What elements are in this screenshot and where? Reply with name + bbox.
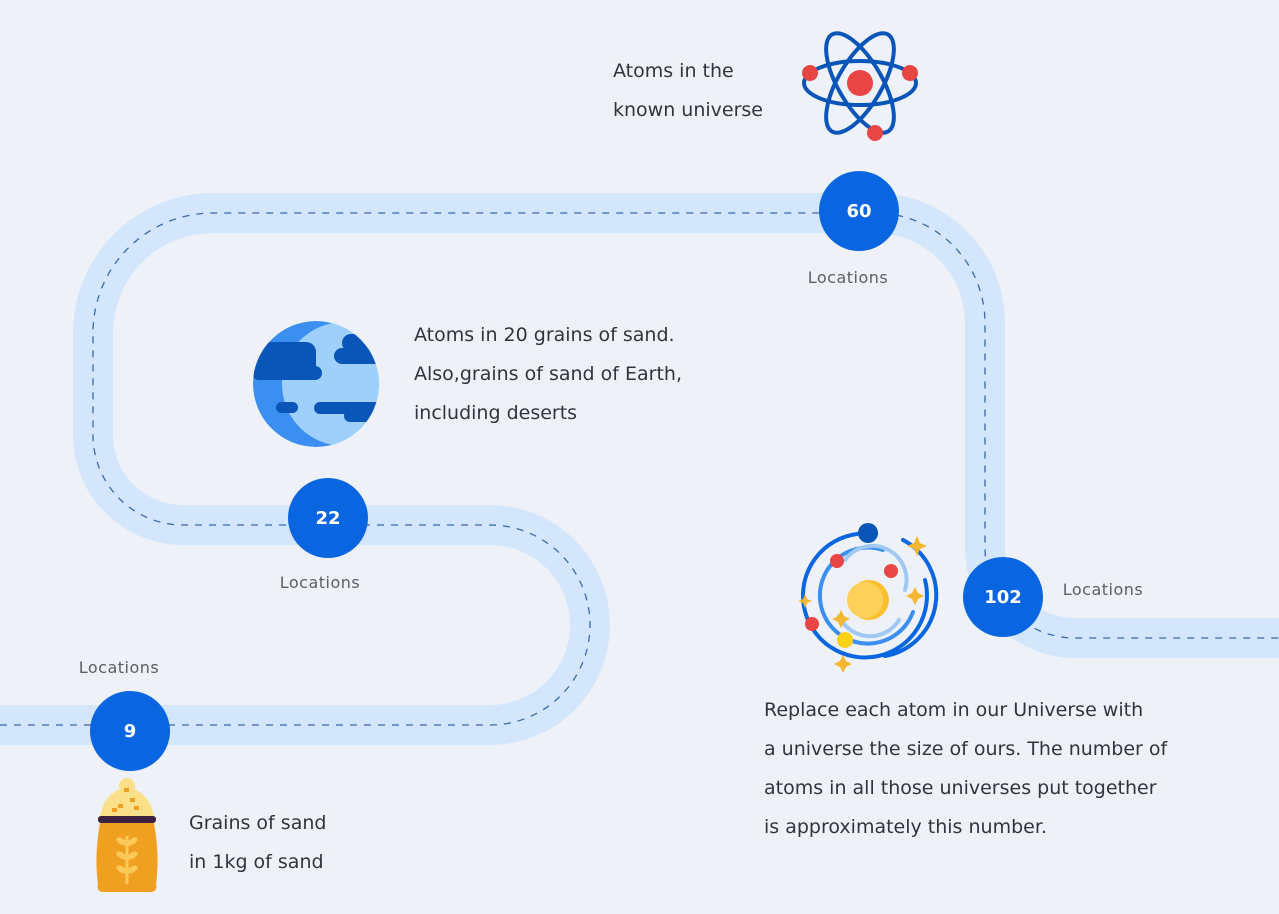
description-line: atoms in all those universes put togethe… [764,777,1157,799]
milestone-60-node: 60 [819,171,899,251]
description-line: Replace each atom in our Universe with [764,699,1144,721]
description-line: Atoms in 20 grains of sand. [414,324,675,346]
atom-icon [802,31,918,141]
earth-planet-icon [253,321,379,447]
description-line: in 1kg of sand [189,851,324,873]
description-line: known universe [613,99,763,121]
description-line: including deserts [414,402,578,424]
milestone-22-node: 22 [288,478,368,558]
milestone-102-description: Replace each atom in our Universe with a… [764,691,1167,847]
description-line: Atoms in the [613,60,734,82]
milestone-9-node: 9 [90,691,170,771]
milestone-22-description: Atoms in 20 grains of sand. Also,grains … [414,316,682,433]
milestone-22-label: Locations [279,573,361,592]
milestone-102-node: 102 [963,557,1043,637]
sand-sack-icon [96,778,158,892]
description-line: is approximately this number. [764,816,1047,838]
milestone-9-description: Grains of sand in 1kg of sand [189,804,326,882]
description-line: a universe the size of ours. The number … [764,738,1168,760]
solar-system-icon [798,523,939,673]
milestone-60-description: Atoms in the known universe [613,52,763,130]
milestone-60-label: Locations [807,268,889,287]
milestone-102-label: Locations [1062,580,1144,599]
milestone-9-label: Locations [78,658,160,677]
description-line: Also,grains of sand of Earth, [414,363,682,385]
description-line: Grains of sand [189,812,327,834]
